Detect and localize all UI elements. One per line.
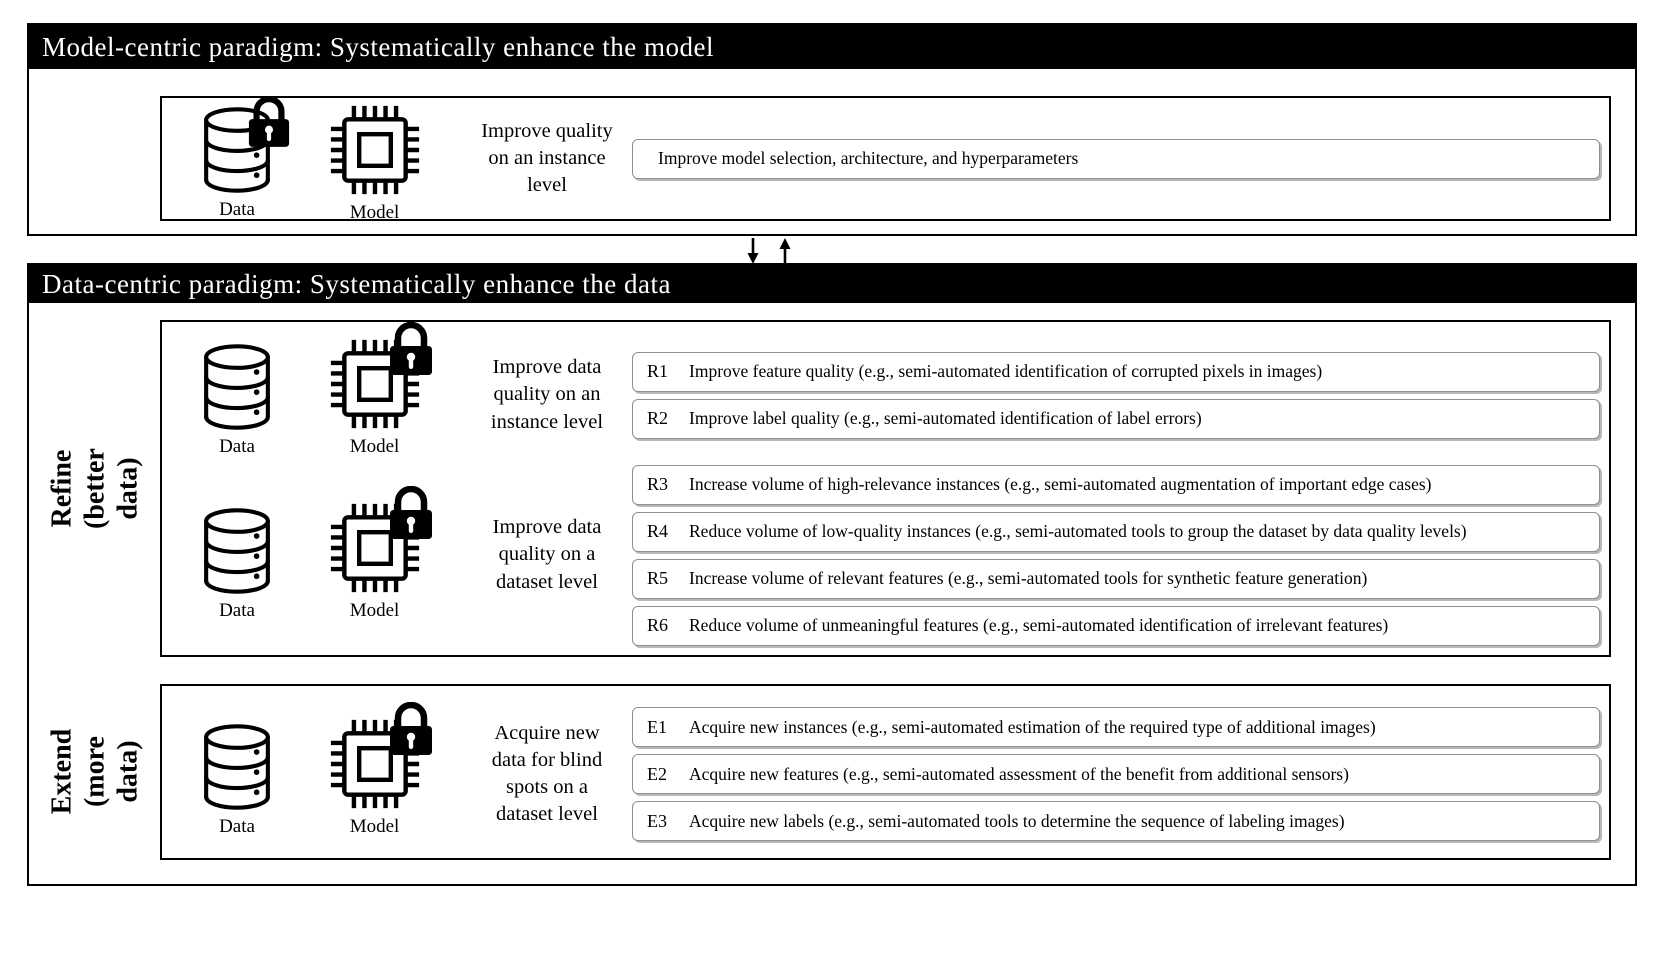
lock-icon xyxy=(388,702,434,758)
icon-wrap xyxy=(329,502,421,599)
data-centric-header-title: Data-centric paradigm: Systematically en… xyxy=(42,268,671,299)
strategy-text: Acquire new labels (e.g., semi-automated… xyxy=(689,810,1345,831)
down-arrow-icon xyxy=(747,238,759,264)
strategy-text: Acquire new instances (e.g., semi-automa… xyxy=(689,716,1376,737)
strategy-box-R4: R4 Reduce volume of low-quality instance… xyxy=(632,511,1600,552)
lock-icon xyxy=(388,486,434,542)
model-icon-group: Model xyxy=(322,502,427,622)
icon-wrap xyxy=(329,718,421,815)
row-description-wrap: Improve data quality on an instance leve… xyxy=(442,334,652,456)
strategy-box-R2: R2 Improve label quality (e.g., semi-aut… xyxy=(632,398,1600,439)
strategy-id: R2 xyxy=(647,408,669,428)
model-centric-inner-box: Data Model Improve quality on an instanc… xyxy=(160,96,1611,224)
strategy-box-model: Improve model selection, architecture, a… xyxy=(632,138,1600,179)
strategy-id: E2 xyxy=(647,763,667,784)
model-icon-label: Model xyxy=(349,202,400,223)
icon-wrap xyxy=(200,508,274,599)
extend-box: Data Model Acquire new data for blind sp… xyxy=(160,684,1611,860)
row-description-wrap: Improve data quality on a dataset level xyxy=(442,462,652,648)
icon-wrap xyxy=(329,338,421,435)
model-icon-label: Model xyxy=(349,816,400,837)
strategy-id: R3 xyxy=(647,474,669,494)
data-icon-label: Data xyxy=(219,436,255,457)
data-icon-label: Data xyxy=(219,600,255,621)
strategy-box-R6: R6 Reduce volume of unmeaningful feature… xyxy=(632,605,1600,646)
model-icon-label: Model xyxy=(349,436,400,457)
strategy-text: Increase volume of high-relevance instan… xyxy=(689,474,1432,494)
strategy-box-E3: E3 Acquire new labels (e.g., semi-automa… xyxy=(632,801,1600,841)
row-description-wrap: Improve quality on an instance level xyxy=(442,98,652,219)
strategy-box-R3: R3 Increase volume of high-relevance ins… xyxy=(632,464,1600,505)
strategy-text: Increase volume of relevant features (e.… xyxy=(689,568,1368,588)
model-icon-group: Model xyxy=(322,104,427,224)
icon-wrap xyxy=(200,724,274,815)
strategy-list: R1 Improve feature quality (e.g., semi-a… xyxy=(632,334,1600,456)
refine-instance-row: Data Model Improve data quality on an in… xyxy=(162,334,1609,458)
strategy-box-R5: R5 Increase volume of relevant features … xyxy=(632,558,1600,599)
database-icon xyxy=(200,724,274,810)
strategy-box-E1: E1 Acquire new instances (e.g., semi-aut… xyxy=(632,707,1600,747)
database-icon xyxy=(200,344,274,430)
data-icon-group: Data xyxy=(192,107,282,221)
row-description: Improve data quality on a dataset level xyxy=(492,516,602,593)
strategy-list: R3 Increase volume of high-relevance ins… xyxy=(632,462,1600,648)
data-centric-header: Data-centric paradigm: Systematically en… xyxy=(29,265,1635,303)
data-icon-group: Data xyxy=(192,344,282,458)
model-centric-panel: Model-centric paradigm: Systematically e… xyxy=(27,23,1637,236)
extend-side-label: Extend (more data) xyxy=(46,729,144,815)
refine-dataset-row: Data Model Improve data quality on a dat… xyxy=(162,462,1609,648)
data-centric-panel: Data-centric paradigm: Systematically en… xyxy=(27,263,1637,886)
strategy-list: E1 Acquire new instances (e.g., semi-aut… xyxy=(632,686,1600,862)
model-centric-header-title: Model-centric paradigm: Systematically e… xyxy=(42,31,715,62)
strategy-list: Improve model selection, architecture, a… xyxy=(632,98,1600,219)
data-icon-group: Data xyxy=(192,508,282,622)
row-description: Improve quality on an instance level xyxy=(481,119,613,197)
strategy-id: R4 xyxy=(647,521,669,541)
flow-arrows xyxy=(747,238,791,264)
model-centric-header: Model-centric paradigm: Systematically e… xyxy=(29,25,1635,69)
database-icon xyxy=(200,508,274,594)
strategy-text: Improve feature quality (e.g., semi-auto… xyxy=(689,361,1323,381)
icon-wrap xyxy=(200,107,274,198)
strategy-text: Improve label quality (e.g., semi-automa… xyxy=(689,408,1202,428)
icon-wrap xyxy=(329,104,421,201)
strategy-id: E1 xyxy=(647,716,667,737)
up-arrow-icon xyxy=(779,238,791,264)
lock-icon xyxy=(388,322,434,378)
strategy-text: Reduce volume of unmeaningful features (… xyxy=(689,615,1389,635)
strategy-text: Improve model selection, architecture, a… xyxy=(658,148,1079,168)
model-icon-label: Model xyxy=(349,600,400,621)
row-description-wrap: Acquire new data for blind spots on a da… xyxy=(442,686,652,862)
refine-side-label: Refine (better data) xyxy=(46,448,144,529)
model-icon-group: Model xyxy=(322,718,427,838)
refine-box: Data Model Improve data quality on an in… xyxy=(160,320,1611,657)
strategy-id: R1 xyxy=(647,361,669,381)
lock-icon xyxy=(247,96,291,150)
row-description: Acquire new data for blind spots on a da… xyxy=(491,721,603,826)
strategy-box-E2: E2 Acquire new features (e.g., semi-auto… xyxy=(632,754,1600,794)
chip-icon xyxy=(329,104,421,196)
strategy-id: R5 xyxy=(647,568,669,588)
strategy-text: Acquire new features (e.g., semi-automat… xyxy=(689,763,1349,784)
row-description: Improve data quality on an instance leve… xyxy=(490,356,604,433)
icon-wrap xyxy=(200,344,274,435)
strategy-id: E3 xyxy=(647,810,667,831)
strategy-box-R1: R1 Improve feature quality (e.g., semi-a… xyxy=(632,351,1600,392)
strategy-id: R6 xyxy=(647,615,669,635)
data-icon-label: Data xyxy=(219,816,255,837)
data-icon-group: Data xyxy=(192,724,282,838)
data-icon-label: Data xyxy=(219,199,255,220)
model-icon-group: Model xyxy=(322,338,427,458)
extend-row: Data Model Acquire new data for blind sp… xyxy=(162,686,1609,862)
strategy-text: Reduce volume of low-quality instances (… xyxy=(689,521,1467,541)
